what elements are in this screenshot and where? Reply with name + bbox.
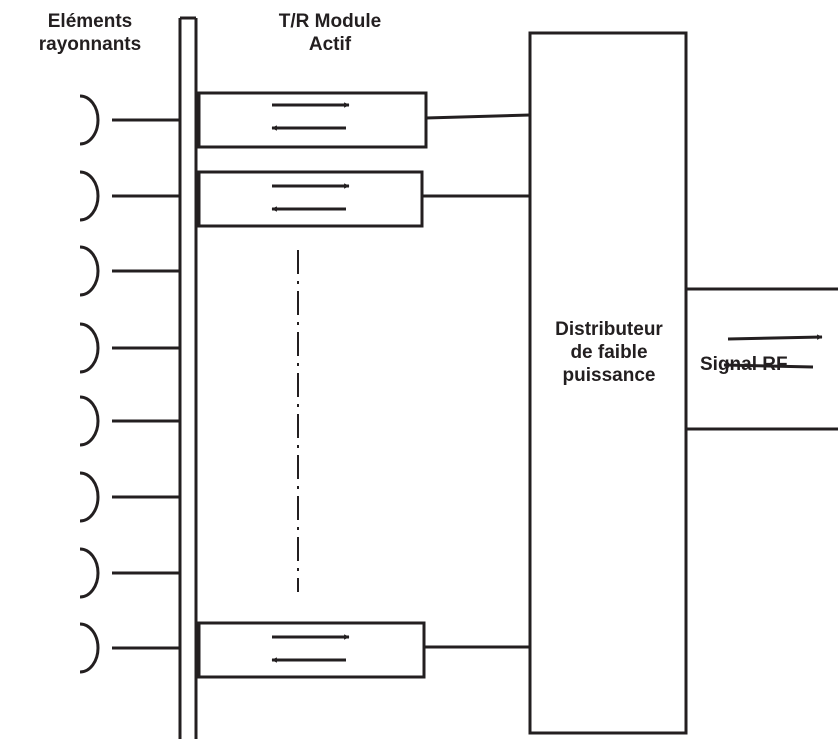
- radiating-element-3: [79, 245, 180, 297]
- radiating-element-1: [79, 94, 180, 146]
- radiating-element-2: [79, 170, 180, 222]
- radiating-element-7: [79, 547, 180, 599]
- tr-module-2: [197, 170, 530, 228]
- tr-module-label: T/R Module Actif: [240, 10, 420, 56]
- radiating-elements-label-line-1: Eléments: [47, 11, 133, 32]
- distributor-box: [528, 31, 688, 735]
- radiating-element-8: [79, 622, 180, 674]
- distributor-label-line-2: de faible: [570, 342, 648, 363]
- rf-receive-arrow: [723, 362, 814, 369]
- radiating-elements-label: Eléments rayonnants: [2, 10, 178, 56]
- distributor-label: Distributeur de faible puissance: [531, 318, 687, 387]
- radiating-elements-label-line-2: rayonnants: [38, 34, 142, 55]
- tr-module-label-line-1: T/R Module: [278, 11, 382, 32]
- radiating-element-4: [79, 322, 180, 374]
- rf-transmit-arrow: [727, 334, 823, 341]
- signal-rf-label: Signal RF: [700, 354, 788, 375]
- distributor-label-line-1: Distributeur: [555, 319, 663, 340]
- distributor-label-line-3: puissance: [562, 365, 656, 386]
- radiating-element-6: [79, 471, 180, 523]
- tr-module-label-line-2: Actif: [308, 34, 352, 55]
- radiating-element-5: [79, 395, 180, 447]
- tr-module-1: [197, 91, 531, 149]
- tr-module-n: [197, 621, 530, 679]
